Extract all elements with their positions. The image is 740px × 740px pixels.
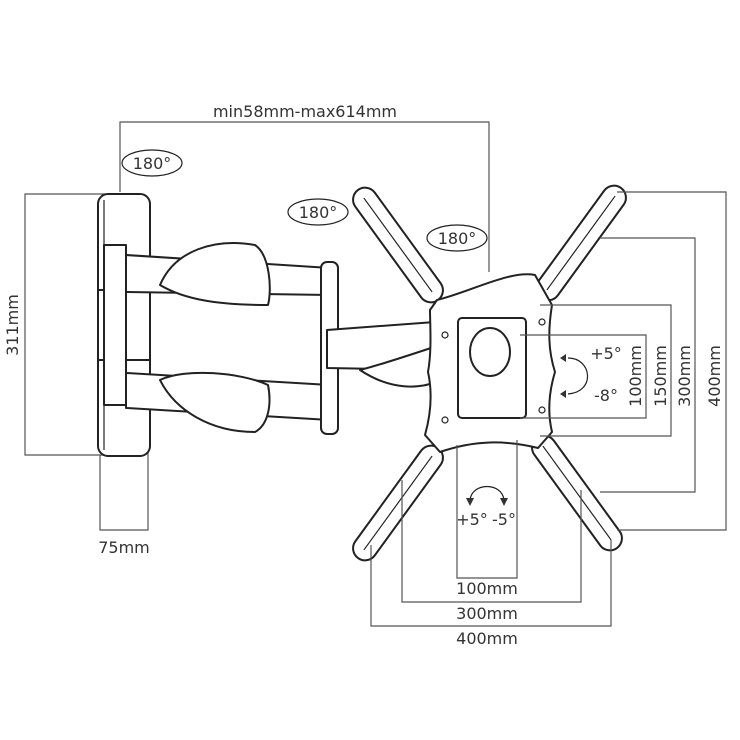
lower-arm <box>125 371 331 433</box>
arm-extension-label: min58mm-max614mm <box>213 102 397 121</box>
svg-text:180°: 180° <box>133 154 172 173</box>
wall-plate-depth-label: 75mm <box>98 538 150 557</box>
vesa-vertical-400: 400mm <box>705 345 724 407</box>
roll-right-label: -5° <box>492 510 516 529</box>
extension-arm <box>326 321 441 388</box>
vesa-horizontal-400: 400mm <box>456 629 518 648</box>
wall-plate-height-dimension: 311mm <box>3 193 110 456</box>
vesa-vertical-100: 100mm <box>626 345 645 407</box>
swivel-indicator-1: 180° <box>121 149 183 177</box>
vesa-horizontal-dimensions: 100mm 300mm 400mm <box>370 440 612 648</box>
bracket-arm-bottom-right <box>531 434 623 552</box>
bracket-arm-bottom-left <box>352 444 444 562</box>
swivel-indicator-3: 180° <box>426 224 488 252</box>
tilt-up-label: +5° <box>590 344 622 363</box>
vesa-vertical-300: 300mm <box>675 345 694 407</box>
vesa-horizontal-300: 300mm <box>456 604 518 623</box>
roll-indicator: +5° -5° <box>456 486 516 529</box>
tilt-indicator: +5° -8° <box>560 344 622 405</box>
wall-plate <box>97 193 151 457</box>
wall-plate-depth-dimension: 75mm <box>98 450 150 557</box>
vesa-vertical-150: 150mm <box>651 345 670 407</box>
roll-left-label: +5° <box>456 510 488 529</box>
vesa-plate <box>424 273 556 453</box>
wall-plate-height-label: 311mm <box>3 294 22 356</box>
svg-text:180°: 180° <box>438 229 477 248</box>
svg-text:180°: 180° <box>299 203 338 222</box>
vesa-vertical-dimensions: 100mm 150mm 300mm 400mm <box>520 191 727 531</box>
vesa-horizontal-100: 100mm <box>456 579 518 598</box>
arm-extension-dimension: min58mm-max614mm <box>119 102 490 272</box>
upper-arm <box>125 242 331 306</box>
bracket-arm-top-right <box>535 184 627 302</box>
swivel-indicator-2: 180° <box>287 198 349 226</box>
tilt-down-label: -8° <box>594 386 618 405</box>
